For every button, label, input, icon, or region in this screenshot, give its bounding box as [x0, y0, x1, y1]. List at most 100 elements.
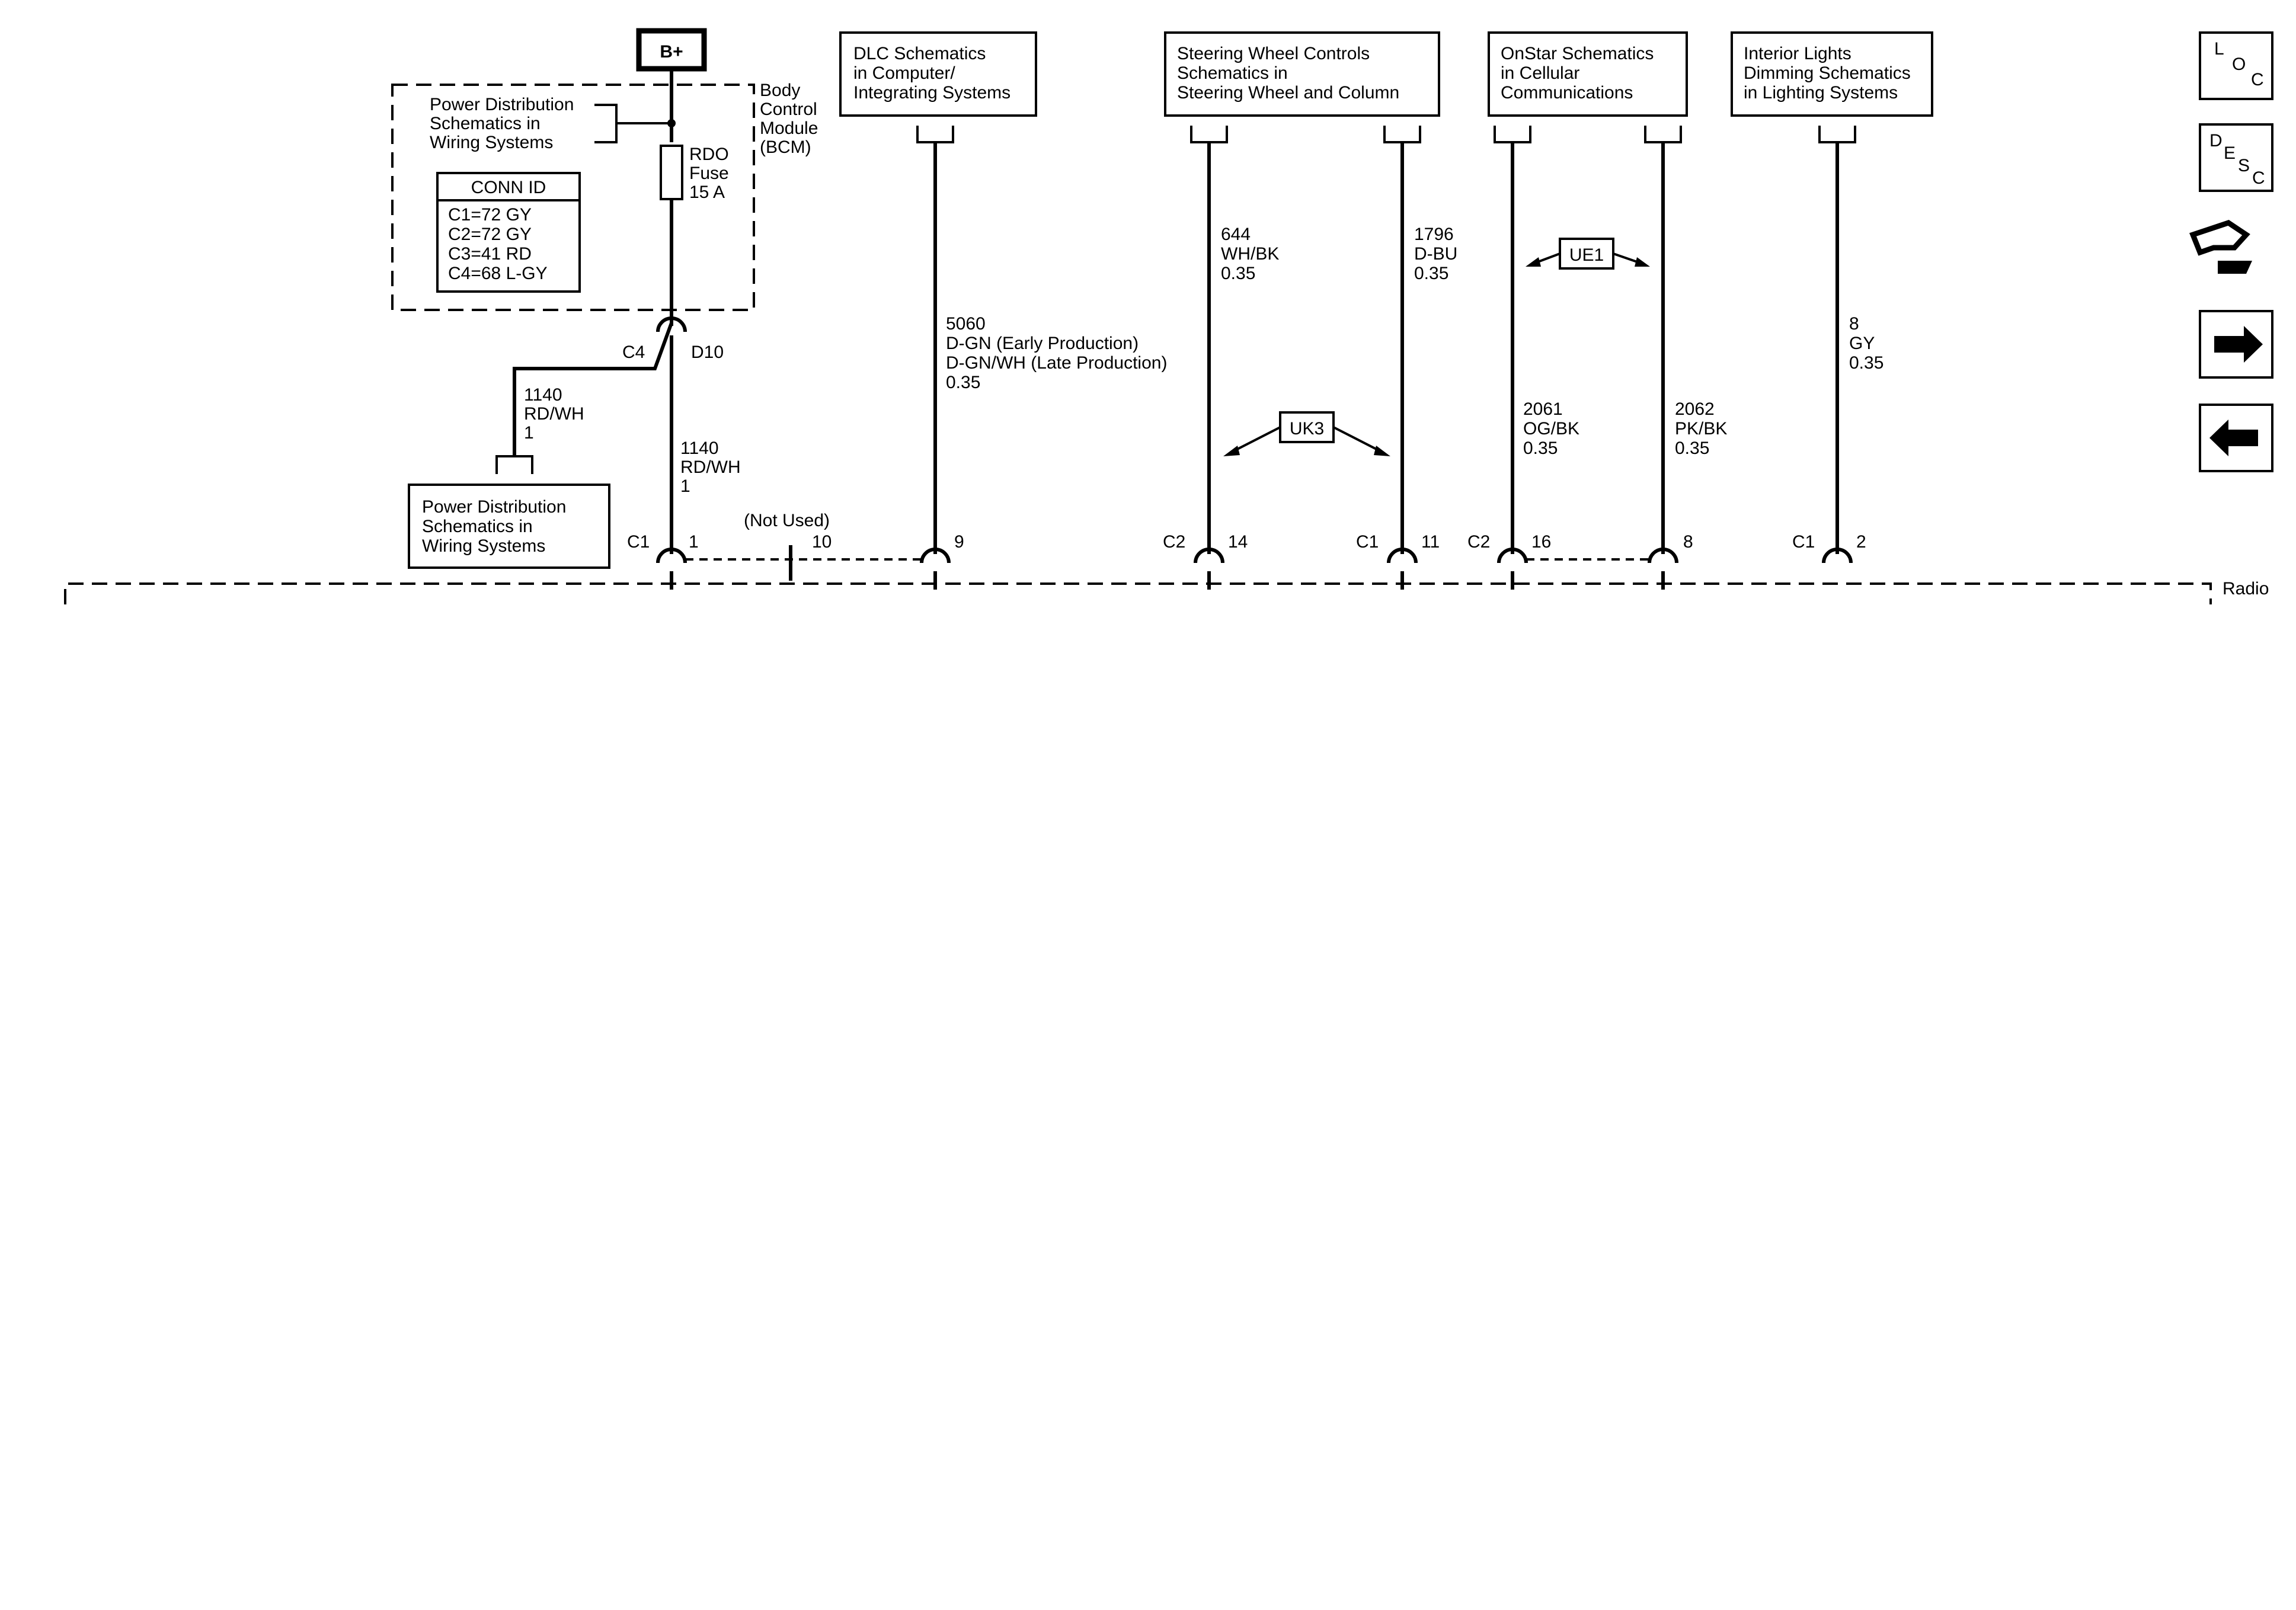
wire-2062-label: 2062 PK/BK 0.35	[1675, 399, 1727, 458]
radio-pin-c1-2: C1 2	[1792, 532, 1866, 564]
svg-text:16: 16	[1531, 532, 1551, 552]
svg-text:C1: C1	[627, 532, 650, 552]
bcm-connector-c4	[656, 316, 687, 332]
svg-text:2062: 2062	[1675, 399, 1715, 419]
option-ue1: UE1	[1526, 238, 1650, 270]
svg-text:C2: C2	[1163, 532, 1185, 552]
svg-text:Interior Lights: Interior Lights	[1744, 44, 1851, 63]
svg-text:CONN ID: CONN ID	[471, 178, 546, 197]
svg-text:D: D	[2209, 131, 2223, 151]
svg-text:Schematics in: Schematics in	[430, 114, 541, 133]
radio-pin-c1-1: C1 1	[627, 532, 699, 564]
onstar-reference: OnStar Schematics in Cellular Communicat…	[1488, 31, 1688, 117]
svg-text:Steering Wheel Controls: Steering Wheel Controls	[1177, 44, 1370, 63]
bcm-label: Body Control Module (BCM)	[760, 81, 818, 157]
lights-connector-cup	[1818, 126, 1856, 143]
radio-pin-9: 9	[920, 532, 964, 564]
svg-text:RD/WH: RD/WH	[680, 457, 741, 477]
svg-text:14: 14	[1228, 532, 1248, 552]
wire-1140-main-label: 1140 RD/WH 1	[680, 438, 741, 496]
svg-text:E: E	[2224, 143, 2236, 163]
previous-arrow-icon[interactable]	[2199, 404, 2273, 472]
rdo-fuse	[660, 145, 683, 200]
svg-text:Schematics in: Schematics in	[422, 517, 533, 536]
wire-1140-branch-label: 1140 RD/WH 1	[524, 385, 584, 443]
loc-icon[interactable]: L O C	[2199, 31, 2273, 100]
wire-1796-label: 1796 D-BU 0.35	[1414, 225, 1457, 283]
svg-text:0.35: 0.35	[1221, 264, 1255, 283]
interior-lights-reference: Interior Lights Dimming Schematics in Li…	[1731, 31, 1933, 117]
svg-text:in Computer/: in Computer/	[853, 63, 955, 83]
svg-text:Dimming Schematics: Dimming Schematics	[1744, 63, 1911, 83]
bcm-boundary	[391, 84, 755, 311]
svg-text:PK/BK: PK/BK	[1675, 419, 1727, 438]
svg-text:RDO: RDO	[689, 145, 729, 164]
svg-text:0.35: 0.35	[1414, 264, 1448, 283]
option-uk3: UK3	[1223, 411, 1390, 456]
dlc-reference: DLC Schematics in Computer/ Integrating …	[839, 31, 1037, 117]
onstar-connector-cup-left	[1494, 126, 1531, 143]
desc-icon[interactable]: D E S C	[2199, 123, 2273, 192]
radio-pin-c2-16: C2 16	[1467, 532, 1551, 564]
svg-text:UK3: UK3	[1290, 419, 1324, 438]
radio-boundary	[64, 582, 2212, 604]
svg-text:0.35: 0.35	[1523, 438, 1558, 458]
splice-dot	[667, 119, 676, 127]
svg-text:8: 8	[1683, 532, 1693, 552]
svg-text:8: 8	[1849, 314, 1859, 334]
connector-tool-icon[interactable]	[2189, 220, 2252, 274]
svg-text:C4: C4	[622, 343, 645, 362]
next-arrow-icon[interactable]	[2199, 310, 2273, 379]
svg-text:Wiring Systems: Wiring Systems	[430, 133, 553, 152]
wire-5060-label: 5060 D-GN (Early Production) D-GN/WH (La…	[946, 314, 1167, 392]
svg-text:D10: D10	[691, 343, 724, 362]
svg-text:WH/BK: WH/BK	[1221, 244, 1279, 264]
wire-8-label: 8 GY 0.35	[1849, 314, 1884, 373]
swc-connector-cup-left	[1190, 126, 1228, 143]
svg-text:9: 9	[954, 532, 964, 552]
battery-label: B+	[660, 42, 683, 62]
fuse-label: RDO Fuse 15 A	[689, 145, 729, 202]
steering-wheel-controls-reference: Steering Wheel Controls Schematics in St…	[1164, 31, 1440, 117]
svg-text:Power Distribution: Power Distribution	[422, 497, 566, 517]
svg-text:D-BU: D-BU	[1414, 244, 1457, 264]
svg-text:D-GN/WH (Late Production): D-GN/WH (Late Production)	[946, 353, 1167, 373]
svg-text:Steering Wheel and Column: Steering Wheel and Column	[1177, 83, 1399, 103]
svg-text:Power Distribution: Power Distribution	[430, 95, 574, 114]
pin-10-label: 10	[812, 532, 832, 552]
radio-pin-8: 8	[1648, 532, 1693, 564]
svg-text:Schematics in: Schematics in	[1177, 63, 1288, 83]
svg-text:D-GN (Early Production): D-GN (Early Production)	[946, 334, 1139, 353]
svg-text:L: L	[2214, 39, 2224, 59]
svg-text:Body: Body	[760, 81, 800, 100]
radio-pin-c2-14: C2 14	[1163, 532, 1248, 564]
svg-text:11: 11	[1421, 532, 1440, 552]
wire-644-label: 644 WH/BK 0.35	[1221, 225, 1279, 283]
svg-text:C4=68 L-GY: C4=68 L-GY	[448, 264, 548, 283]
svg-text:C1: C1	[1356, 532, 1379, 552]
svg-text:Integrating Systems: Integrating Systems	[853, 83, 1011, 103]
svg-text:1140: 1140	[680, 438, 719, 458]
svg-text:in Cellular: in Cellular	[1501, 63, 1579, 83]
svg-text:OG/BK: OG/BK	[1523, 419, 1579, 438]
svg-text:UE1: UE1	[1569, 245, 1604, 265]
svg-text:GY: GY	[1849, 334, 1875, 353]
svg-text:1: 1	[689, 532, 699, 552]
svg-text:C1: C1	[1792, 532, 1815, 552]
svg-text:2: 2	[1856, 532, 1866, 552]
dlc-connector-cup	[916, 126, 954, 143]
svg-text:Module: Module	[760, 119, 818, 138]
svg-text:C: C	[2251, 70, 2264, 89]
pds-reference-bcm: Power Distribution Schematics in Wiring …	[430, 95, 574, 152]
svg-text:(BCM): (BCM)	[760, 137, 811, 157]
svg-text:C1=72 GY: C1=72 GY	[448, 205, 532, 225]
svg-text:O: O	[2232, 55, 2246, 74]
svg-text:5060: 5060	[946, 314, 986, 334]
svg-text:in Lighting Systems: in Lighting Systems	[1744, 83, 1898, 103]
svg-text:0.35: 0.35	[946, 373, 980, 392]
conn-id-bcm: CONN ID C1=72 GY C2=72 GY C3=41 RD C4=68…	[436, 172, 581, 293]
svg-text:Wiring Systems: Wiring Systems	[422, 536, 545, 556]
svg-text:1796: 1796	[1414, 225, 1454, 244]
svg-text:1140: 1140	[524, 385, 562, 405]
svg-text:C2: C2	[1467, 532, 1490, 552]
